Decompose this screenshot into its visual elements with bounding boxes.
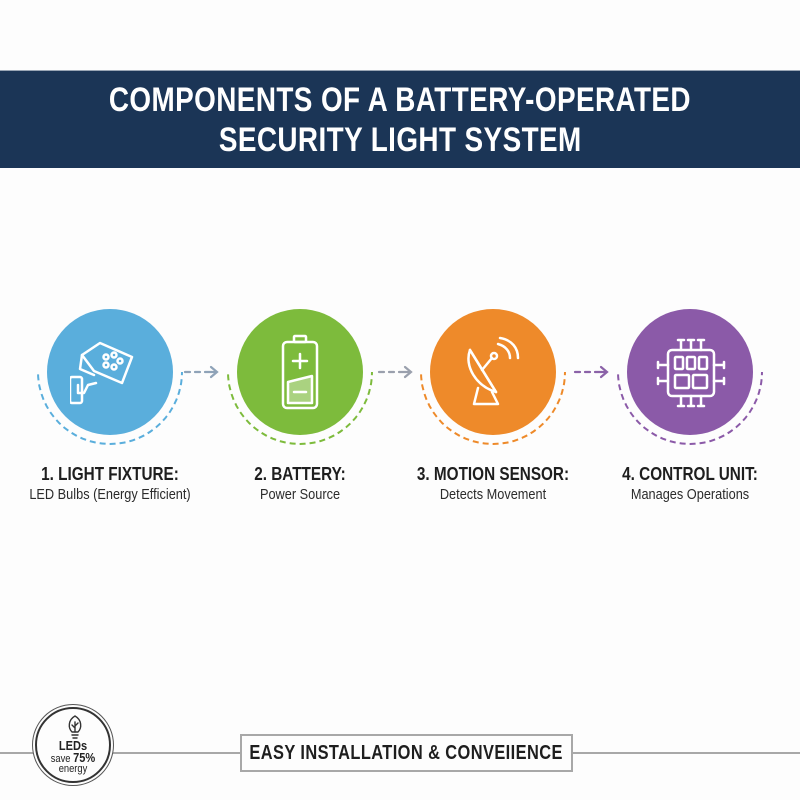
badge-line-2: save 75% [42, 750, 103, 765]
step-subtitle: Power Source [259, 486, 341, 503]
badge-line-3: energy [58, 763, 88, 775]
step-subtitle: LED Bulbs (Energy Efficient) [29, 486, 191, 503]
step-circle [627, 309, 753, 435]
step-subtitle: Manages Operations [630, 486, 750, 503]
step-title: 2. BATTERY: [254, 464, 346, 484]
footer-label: EASY INSTALLATION & CONVEIIENCE [249, 741, 564, 764]
badge-percent-value: 75% [73, 750, 96, 765]
step-circle [237, 309, 363, 435]
step-label: 3. MOTION SENSOR: Detects Movement [393, 463, 593, 505]
title-line-2: SECURITY LIGHT SYSTEM [218, 120, 582, 159]
dashed-arrow-right-icon [183, 365, 219, 379]
energy-savings-badge: LEDs save 75% energy [35, 707, 111, 783]
step-title: 3. MOTION SENSOR: [416, 464, 570, 484]
leaf-bulb-icon [68, 715, 82, 739]
battery-icon [281, 334, 319, 410]
title-banner: COMPONENTS OF A BATTERY-OPERATED SECURIT… [0, 70, 800, 168]
step-title: 1. LIGHT FIXTURE: [41, 464, 179, 484]
satellite-dish-icon [467, 336, 520, 406]
step-circle [430, 309, 556, 435]
step-title: 4. CONTROL UNIT: [622, 464, 758, 484]
footer-banner: EASY INSTALLATION & CONVEIIENCE [240, 734, 573, 772]
dashed-arrow-right-icon [573, 365, 609, 379]
step-label: 4. CONTROL UNIT: Manages Operations [590, 463, 790, 505]
title-line-1: COMPONENTS OF A BATTERY-OPERATED [108, 80, 692, 119]
dashed-arrow-right-icon [377, 365, 413, 379]
floodlight-icon [70, 341, 134, 405]
chip-icon [656, 338, 726, 408]
step-label: 2. BATTERY: Power Source [200, 463, 400, 505]
step-subtitle: Detects Movement [439, 486, 547, 503]
step-label: 1. LIGHT FIXTURE: LED Bulbs (Energy Effi… [10, 463, 210, 505]
step-circle [47, 309, 173, 435]
badge-line-1: LEDs [58, 738, 88, 753]
badge-line-2-prefix: save [50, 753, 71, 765]
